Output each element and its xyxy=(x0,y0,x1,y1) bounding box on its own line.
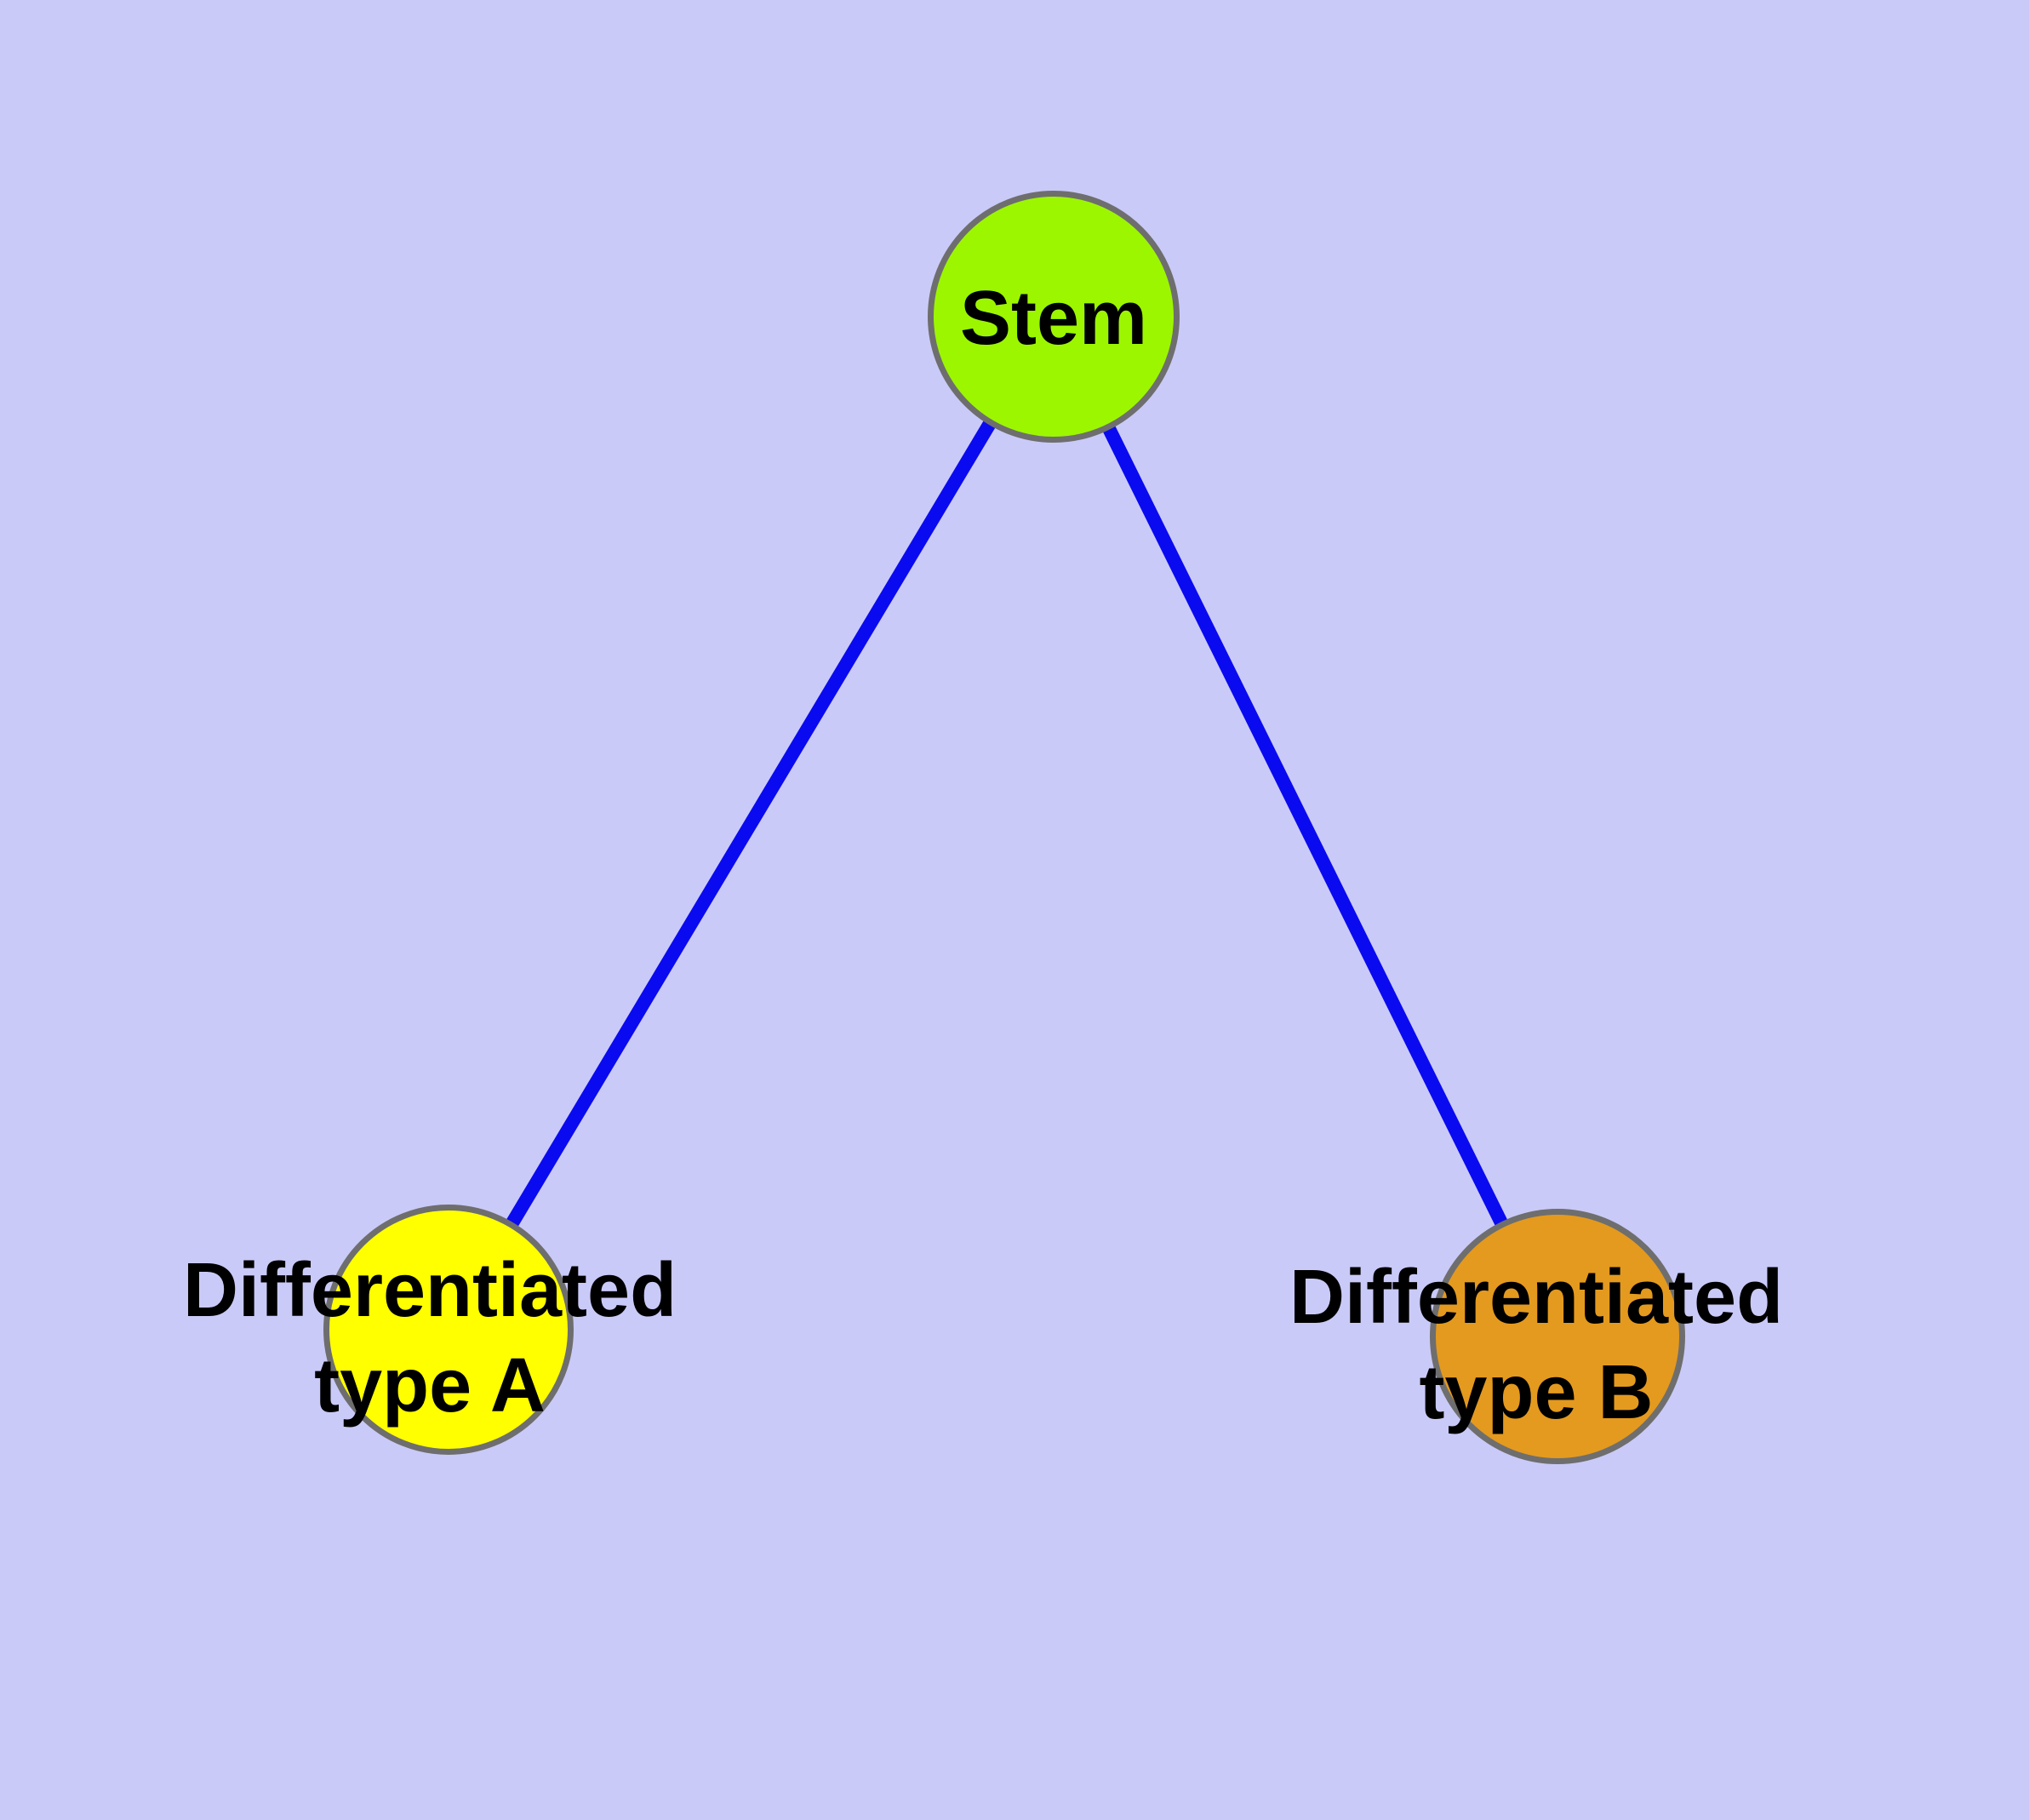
edge-stem-to-type-a xyxy=(443,312,1060,1334)
node-stem-label: Stem xyxy=(960,271,1147,366)
node-differentiated-type-a[interactable] xyxy=(323,1205,574,1455)
node-differentiated-type-a-label: Differentiated type A xyxy=(183,1243,677,1434)
label-line: Differentiated xyxy=(1289,1255,1784,1340)
label-line: type A xyxy=(314,1343,546,1428)
label-line: type B xyxy=(1419,1350,1654,1435)
node-differentiated-type-b[interactable] xyxy=(1430,1209,1685,1464)
node-differentiated-type-b-label: Differentiated type B xyxy=(1289,1250,1783,1440)
label-line: Stem xyxy=(959,276,1148,361)
node-stem[interactable] xyxy=(928,191,1180,443)
edge-stem-to-type-b xyxy=(1047,313,1564,1340)
label-line: Differentiated xyxy=(182,1248,677,1333)
